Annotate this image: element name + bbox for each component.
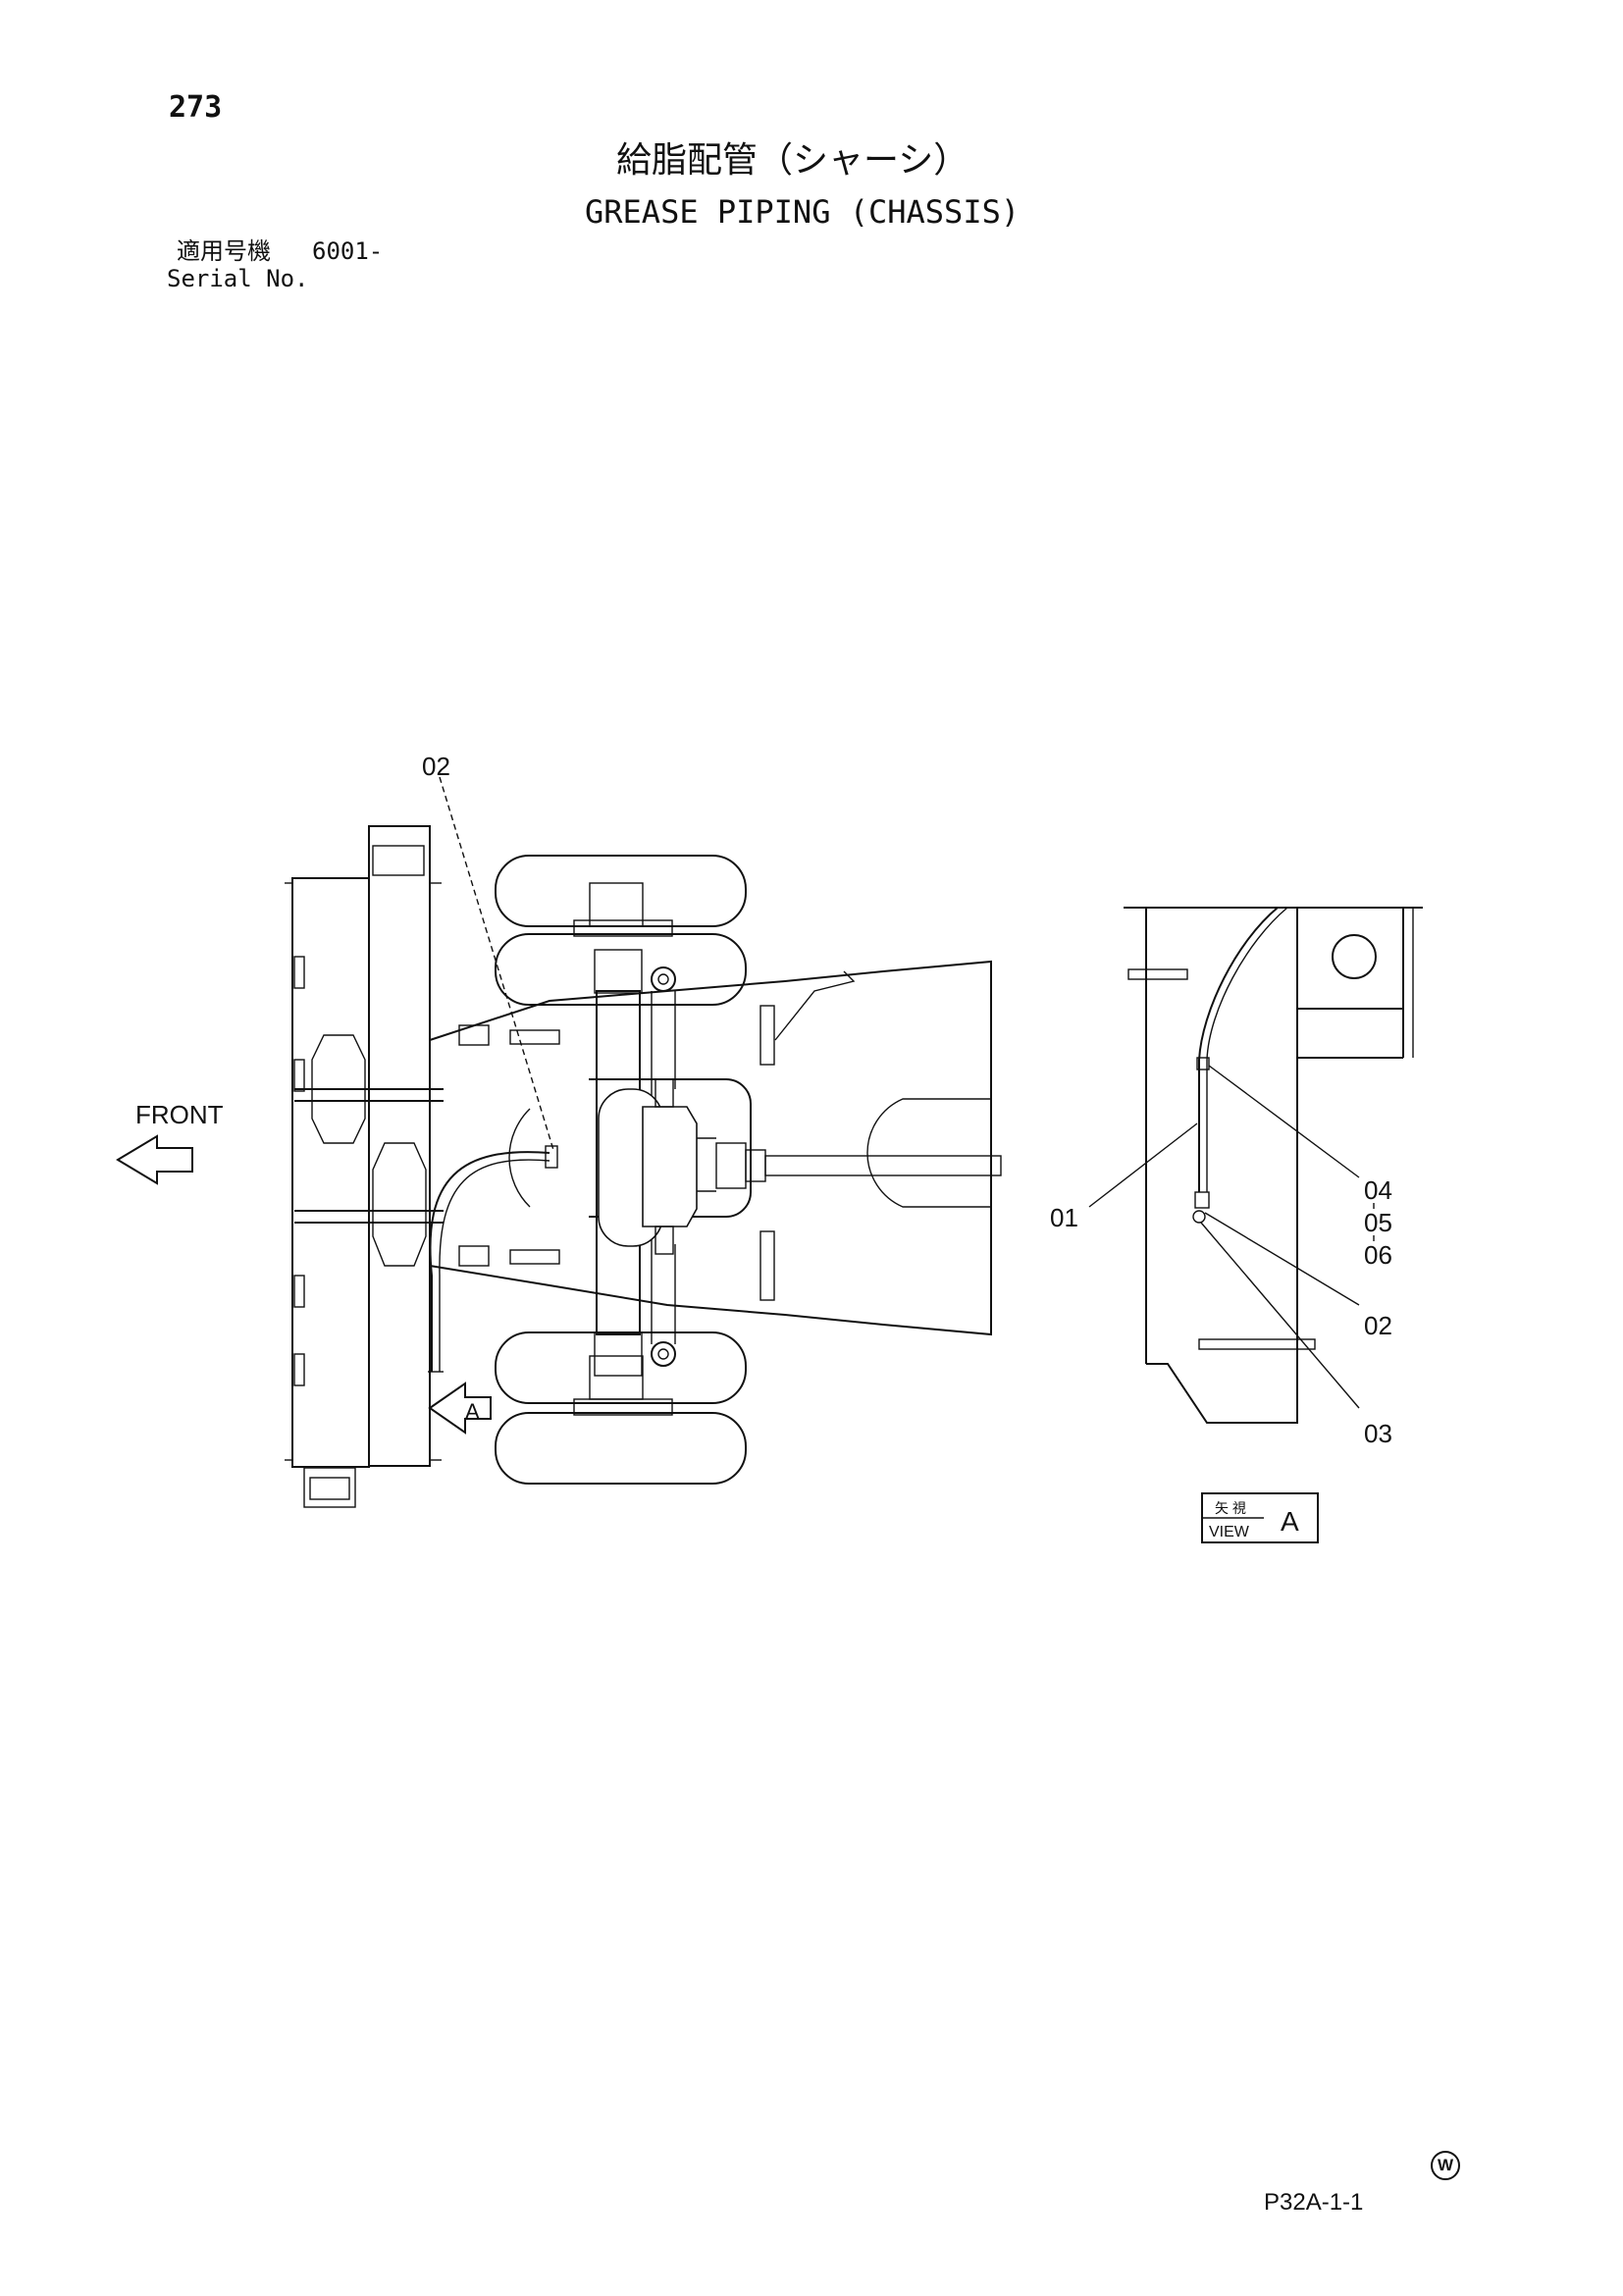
callout-main-02: 02 (422, 752, 450, 781)
callout-leader-02-view (1204, 1212, 1360, 1306)
callout-leader-01 (1088, 1122, 1198, 1208)
serial-label-english: Serial No. (167, 265, 309, 292)
callout-06: 06 (1364, 1240, 1392, 1270)
callout-04: 04 (1364, 1175, 1392, 1205)
callout-03: 03 (1364, 1419, 1392, 1448)
callout-leader-03 (1200, 1222, 1360, 1409)
drawing-code: P32A-1-1 (1264, 2189, 1364, 2216)
inner-frame-rail (368, 825, 431, 1467)
page-title-japanese: 給脂配管（シャーシ） (616, 140, 969, 181)
front-arrow-icon (116, 1134, 193, 1185)
view-box-jp: 矢 視 (1215, 1500, 1246, 1516)
serial-number-value: 6001- (312, 237, 384, 265)
wheel-top-inner (495, 933, 747, 1006)
serial-label-japanese: 適用号機 (177, 237, 271, 265)
front-label: FRONT (135, 1100, 224, 1129)
callout-leader-02 (439, 776, 554, 1151)
callout-05: 05 (1364, 1208, 1392, 1237)
callout-02-view: 02 (1364, 1311, 1392, 1340)
page-title-english: GREASE PIPING (CHASSIS) (585, 193, 1021, 231)
grease-hose-view-a (1198, 907, 1279, 1192)
wheel-bottom-inner (495, 1331, 747, 1404)
view-a-detail: 01 04 05 06 02 03 矢 視 VIEW A (1050, 907, 1423, 1543)
page-number: 273 (169, 90, 223, 125)
wheel-top-outer (495, 855, 747, 927)
view-a-arrow-icon (428, 1382, 492, 1435)
view-box-letter: A (1281, 1506, 1299, 1537)
view-a-marker: A (465, 1399, 480, 1424)
view-box-en: VIEW (1209, 1524, 1250, 1540)
grease-hose-main (429, 1151, 550, 1372)
callout-01: 01 (1050, 1203, 1078, 1232)
callout-leader-04 (1208, 1065, 1360, 1178)
wheel-bottom-outer (495, 1412, 747, 1485)
main-chassis-view: 02 FRONT A (116, 752, 1002, 1508)
watermark-icon: W (1431, 2151, 1460, 2180)
